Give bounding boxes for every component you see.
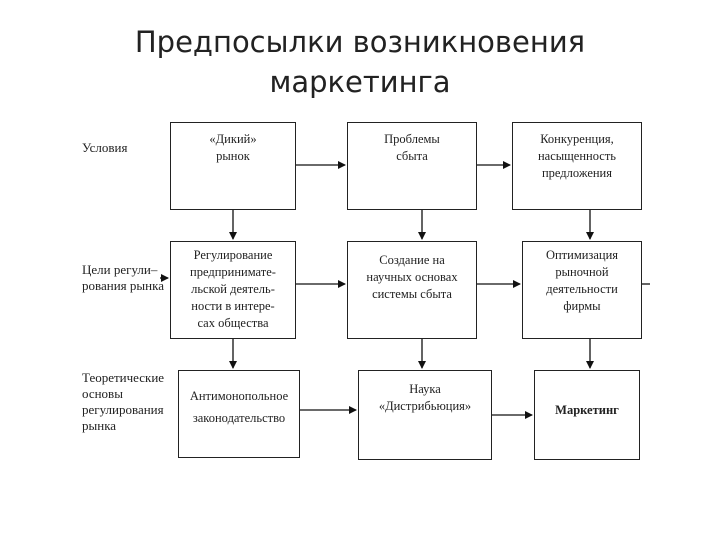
box-sales-system: Создание на научных основах системы сбыт… — [347, 241, 477, 339]
row-label-conditions: Условия — [82, 140, 128, 155]
box-sales-problems: Проблемы сбыта — [347, 122, 477, 210]
title-line-1: Предпосылки возникновения — [134, 25, 586, 59]
box-competition: Конкуренция, насыщенность предложения — [512, 122, 642, 210]
row-label-goals: Цели регули– рования рынка — [82, 262, 164, 293]
box-marketing: Маркетинг — [534, 370, 640, 460]
box-distribution: Наука «Дистрибьюция» — [358, 370, 492, 460]
box-wild-market: «Дикий» рынок — [170, 122, 296, 210]
row-label-theory: Теоретические основы регулирования рынка — [82, 370, 165, 433]
box-regulation: Регулирование предпринимате- льской деят… — [170, 241, 296, 339]
box-optimization: Оптимизация рыночной деятельности фирмы — [522, 241, 642, 339]
box-antimonopoly: Антимонопольное законодательство — [178, 370, 300, 458]
title-line-2: маркетинга — [269, 65, 451, 99]
page-title: Предпосылки возникновения маркетинга — [0, 22, 720, 102]
